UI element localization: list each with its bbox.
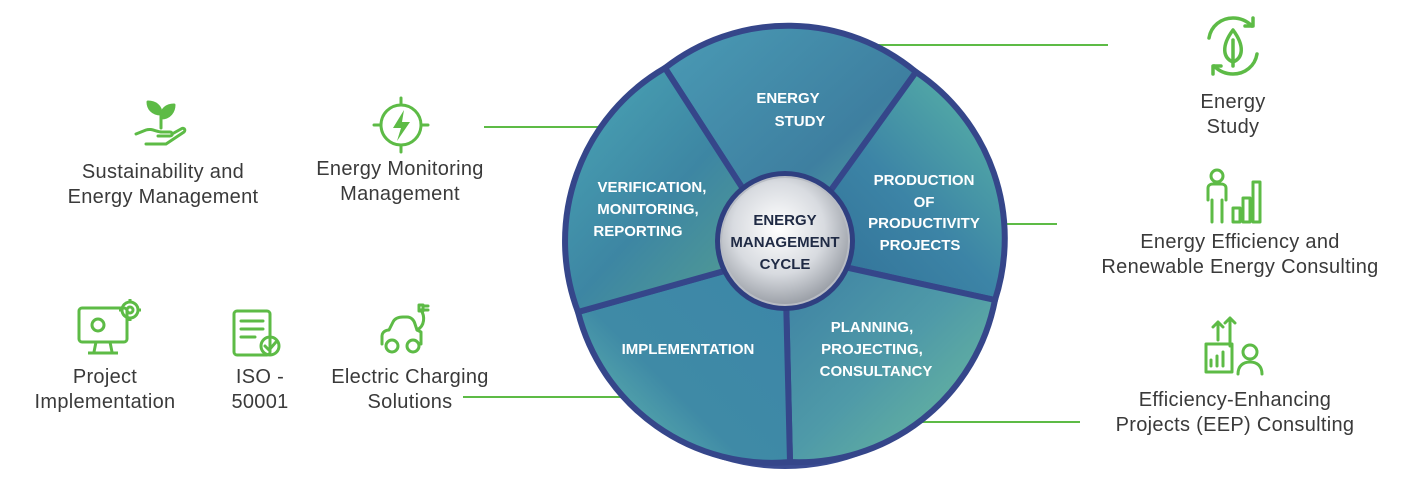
center-line-3: CYCLE	[760, 256, 811, 273]
charging-line-2: Solutions	[367, 391, 453, 413]
segment-energy-study-line-1: ENERGY	[756, 90, 819, 107]
segment-energy-study	[660, 22, 921, 260]
monitor-gear-icon	[77, 299, 141, 355]
eep-line-1: Efficiency-Enhancing	[1138, 389, 1332, 411]
sustainability-label: Sustainability and Energy Management	[40, 160, 286, 210]
segment-verification-line-2: MONITORING,	[597, 201, 698, 218]
leaf-recycle-icon	[1207, 16, 1259, 76]
eep-line-2: Projects (EEP) Consulting	[1115, 414, 1355, 436]
right-energy-study-line-2: Study	[1206, 116, 1260, 138]
right-energy-study-line-1: Energy	[1200, 91, 1266, 113]
charging-label: Electric Charging Solutions	[305, 365, 515, 415]
monitoring-label: Energy Monitoring Management	[295, 157, 505, 207]
segment-planning-line-1: PLANNING,	[831, 319, 914, 336]
center-line-1: ENERGY	[753, 212, 816, 229]
sustainability-line-1: Sustainability and	[81, 161, 245, 183]
monitoring-line-2: Management	[340, 183, 460, 205]
hand-plant-icon	[134, 100, 187, 146]
segment-production-line-1: PRODUCTION	[874, 172, 975, 189]
project-implementation-line-1: Project	[72, 366, 138, 388]
segment-verification-line-3: REPORTING	[593, 223, 682, 240]
segment-implementation-line-1: IMPLEMENTATION	[622, 341, 755, 358]
segment-verification-line-1: VERIFICATION,	[598, 179, 707, 196]
segment-production-line-4: PROJECTS	[880, 237, 961, 254]
checklist-icon	[232, 309, 281, 357]
sustainability-line-2: Energy Management	[67, 186, 259, 208]
iso-line-2: 50001	[231, 391, 289, 413]
segment-implementation	[574, 250, 794, 466]
center-circle	[720, 176, 850, 306]
project-implementation-label: Project Implementation	[10, 365, 200, 415]
segment-planning	[781, 250, 999, 466]
project-implementation-line-2: Implementation	[34, 391, 176, 413]
right-energy-study-label: Energy Study	[1150, 90, 1316, 140]
center-label: ENERGY MANAGEMENT CYCLE	[730, 212, 839, 273]
iso-label: ISO - 50001	[210, 365, 310, 415]
person-growth-chart-icon	[1204, 316, 1264, 376]
person-bar-chart-icon	[1206, 168, 1262, 224]
segment-planning-line-2: PROJECTING,	[821, 341, 923, 358]
segment-production-line-3: PRODUCTIVITY	[868, 215, 980, 232]
efficiency-line-1: Energy Efficiency and	[1140, 231, 1340, 253]
electric-car-icon	[380, 303, 430, 354]
eep-label: Efficiency-Enhancing Projects (EEP) Cons…	[1090, 388, 1380, 438]
charging-line-1: Electric Charging	[331, 366, 489, 388]
efficiency-label: Energy Efficiency and Renewable Energy C…	[1080, 230, 1400, 280]
lightning-circle-icon	[372, 96, 430, 154]
segment-production-line-2: OF	[914, 194, 935, 211]
iso-line-1: ISO -	[235, 366, 285, 388]
segment-energy-study-line-2: STUDY	[775, 113, 826, 130]
efficiency-line-2: Renewable Energy Consulting	[1101, 256, 1379, 278]
monitoring-line-1: Energy Monitoring	[316, 158, 484, 180]
segment-planning-line-3: CONSULTANCY	[820, 363, 933, 380]
center-line-2: MANAGEMENT	[730, 234, 839, 251]
